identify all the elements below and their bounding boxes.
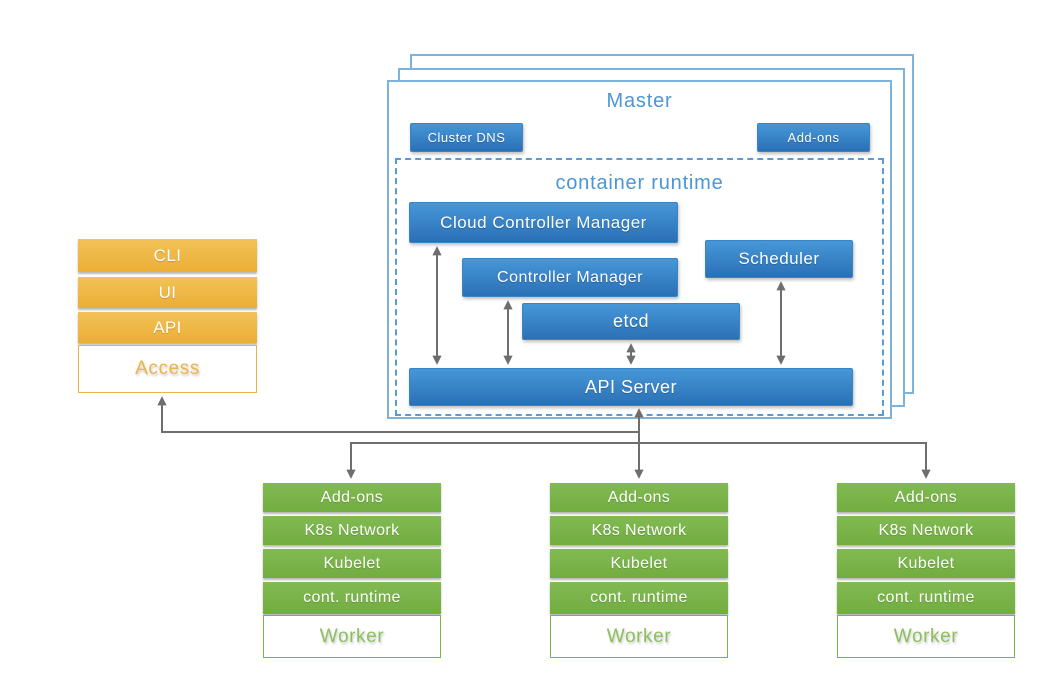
arrow-apiserver-worker-1 [346,442,639,479]
controller-manager-box: Controller Manager [462,258,678,297]
scheduler-box: Scheduler [705,240,853,278]
access-stack: CLI UI API Access [78,239,257,393]
container-runtime-title: container runtime [555,172,724,194]
worker-node-1: Add-ons K8s Network Kubelet cont. runtim… [263,483,441,658]
worker-label-box: Worker [550,615,728,658]
worker-row-cont-runtime: cont. runtime [263,582,441,614]
access-row-ui: UI [78,277,257,308]
api-server-box: API Server [409,368,853,406]
worker-row-kubelet: Kubelet [837,549,1015,578]
worker-row-addons: Add-ons [263,483,441,512]
cluster-dns-box: Cluster DNS [410,123,523,152]
arrow-apiserver-worker-3 [639,442,931,479]
access-label-box: Access [78,345,257,393]
worker-row-k8s-network: K8s Network [263,516,441,545]
worker-row-cont-runtime: cont. runtime [837,582,1015,614]
worker-label-box: Worker [837,615,1015,658]
worker-row-k8s-network: K8s Network [550,516,728,545]
access-row-cli: CLI [78,239,257,272]
addons-box: Add-ons [757,123,870,152]
worker-row-kubelet: Kubelet [263,549,441,578]
worker-row-addons: Add-ons [837,483,1015,512]
worker-node-3: Add-ons K8s Network Kubelet cont. runtim… [837,483,1015,658]
worker-label-box: Worker [263,615,441,658]
worker-row-addons: Add-ons [550,483,728,512]
worker-node-2: Add-ons K8s Network Kubelet cont. runtim… [550,483,728,658]
master-title: Master [606,90,673,112]
etcd-box: etcd [522,303,740,340]
worker-row-cont-runtime: cont. runtime [550,582,728,614]
cloud-controller-manager-box: Cloud Controller Manager [409,202,678,243]
worker-row-k8s-network: K8s Network [837,516,1015,545]
worker-row-kubelet: Kubelet [550,549,728,578]
access-row-api: API [78,312,257,343]
